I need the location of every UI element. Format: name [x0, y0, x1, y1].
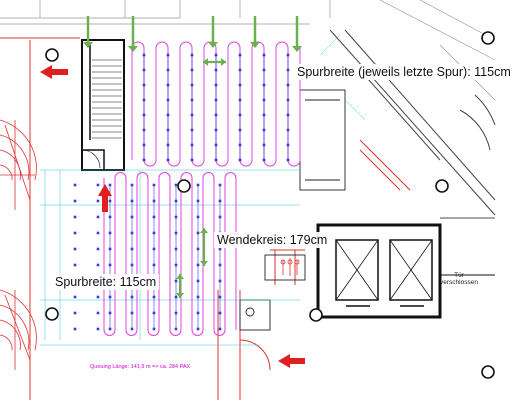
stanchion-post: [96, 215, 100, 219]
stanchion-post: [73, 183, 77, 187]
stanchion-post: [73, 327, 77, 331]
queue-floor-plan: [0, 0, 496, 400]
stanchion-post: [96, 295, 100, 299]
green-down-arrow: [250, 16, 260, 48]
green-arrow-icon: [83, 16, 302, 298]
staircase-icon: [81, 39, 125, 171]
service-rooms: [239, 89, 346, 331]
green-down-arrow: [292, 16, 302, 52]
stanchion-post: [73, 263, 77, 267]
green-down-arrow: [128, 16, 138, 52]
right-building-edge: [329, 29, 496, 216]
door-label-line1: Tür: [454, 272, 464, 279]
stanchion-post: [73, 231, 77, 235]
stanchion-post: [96, 183, 100, 187]
left-rotunda: [0, 119, 37, 370]
stanchion-post: [73, 199, 77, 203]
queue-lane-lower: [103, 172, 237, 336]
green-down-arrow: [83, 16, 93, 48]
entry-arrow-icon: [40, 65, 305, 368]
stanchion-post: [73, 295, 77, 299]
stanchion-post: [96, 199, 100, 203]
stanchion-grid: [73, 53, 290, 331]
stanchion-post: [73, 247, 77, 251]
stanchion-post: [96, 247, 100, 251]
elevator-icon: [316, 217, 495, 319]
stanchion-post: [96, 311, 100, 315]
stanchion-post: [96, 263, 100, 267]
queue-lane-path: [103, 41, 301, 336]
stanchion-post: [73, 215, 77, 219]
green-double-arrow: [203, 58, 226, 66]
building-outline: [0, 0, 496, 101]
stanchion-post: [96, 327, 100, 331]
door-locked-label: Tür verschlossen: [440, 272, 478, 286]
stanchion-post: [73, 311, 77, 315]
lane-width-last-label: Spurbreite (jeweils letzte Spur): 115cm: [294, 64, 514, 80]
turning-circle-label: Wendekreis: 179cm: [214, 232, 331, 248]
green-double-arrow: [176, 274, 184, 298]
queue-length-label: Queuing Länge: 141,9 m => ca. 284 PAX: [90, 364, 191, 370]
decor-items: [280, 258, 300, 276]
green-down-arrow: [208, 16, 218, 48]
red-boundary: [0, 37, 411, 400]
column-icon: [45, 31, 495, 379]
stanchion-post: [96, 231, 100, 235]
door-label-line2: verschlossen: [440, 279, 478, 286]
green-double-arrow: [200, 228, 208, 266]
lane-width-label: Spurbreite: 115cm: [52, 274, 160, 290]
